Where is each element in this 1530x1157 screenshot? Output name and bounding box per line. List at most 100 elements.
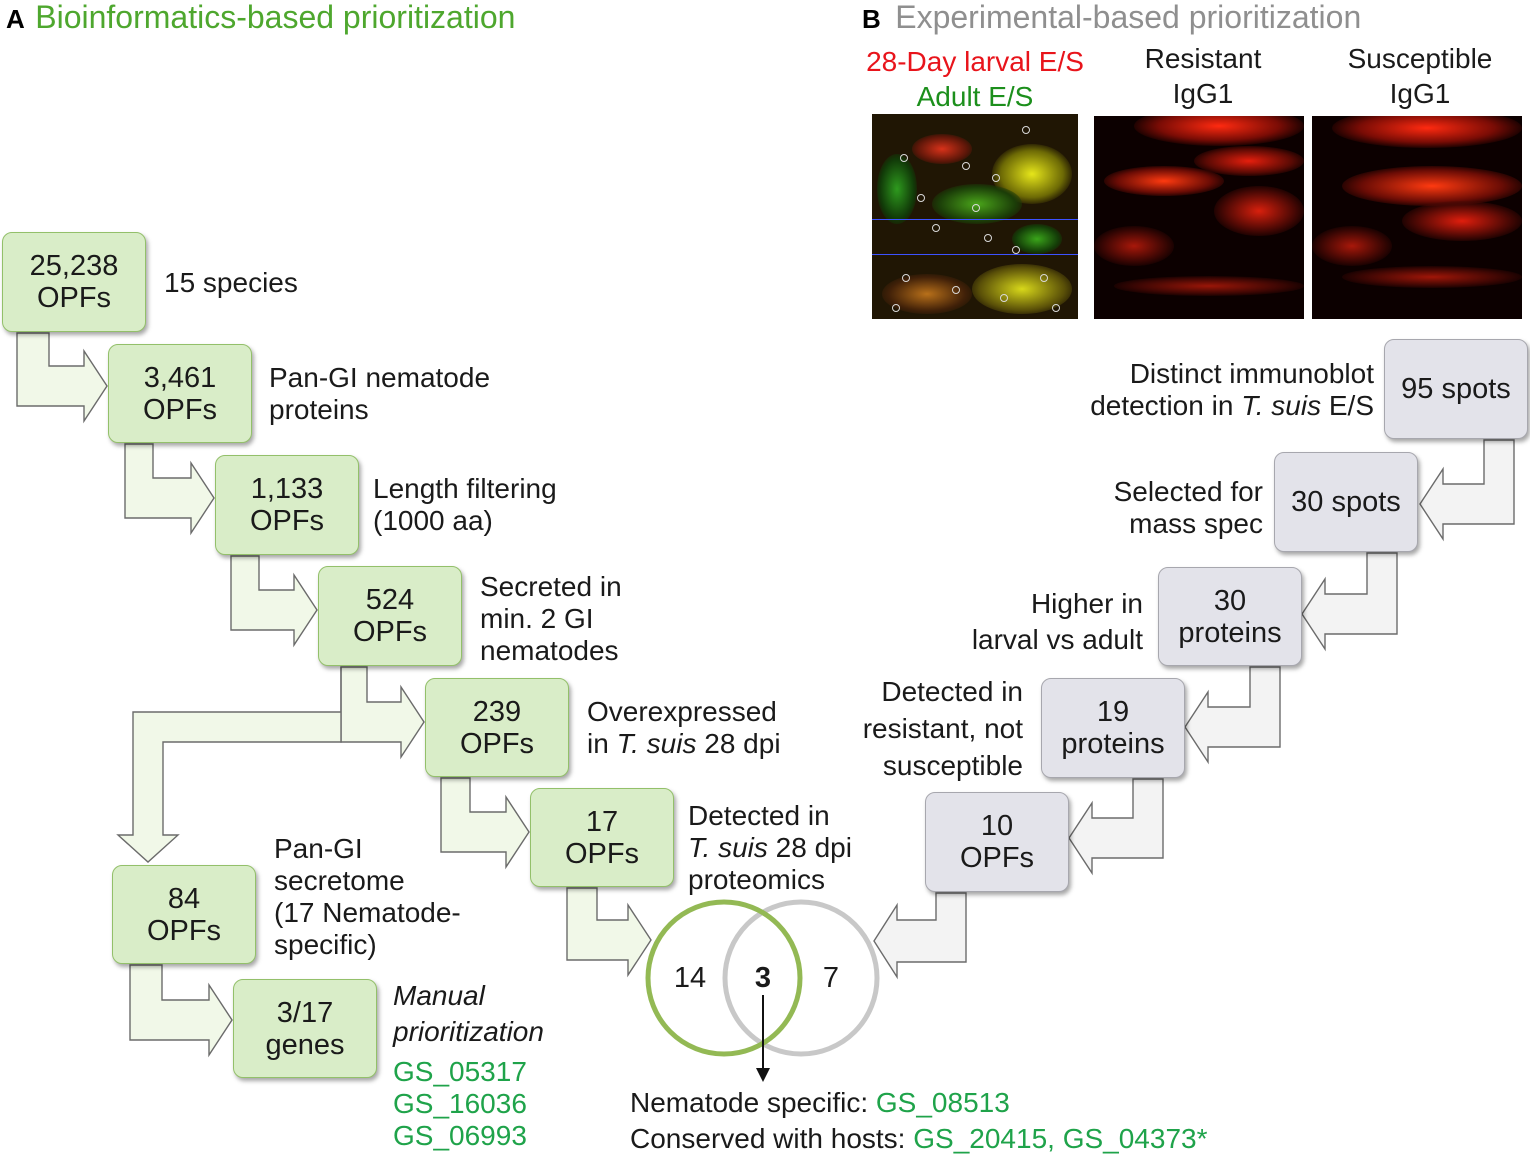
- panel-a-header: A Bioinformatics-based prioritization: [6, 0, 515, 35]
- susceptible-label: Susceptible: [1347, 43, 1493, 74]
- box-a-17: 17 OPFs: [530, 788, 674, 887]
- desc-line: Higher in: [1030, 588, 1143, 619]
- box-unit: OPFs: [959, 842, 1035, 874]
- box-b-30-spots: 30 spots: [1274, 452, 1418, 552]
- box-a-84: 84 OPFs: [112, 865, 256, 964]
- blot-band: [1134, 116, 1304, 146]
- gene-id: GS_16036: [393, 1088, 527, 1119]
- larval-es-label: 28-Day larval E/S: [866, 46, 1084, 77]
- spot-circle: [902, 274, 910, 282]
- igg1-label: IgG1: [1389, 78, 1451, 109]
- desc-line: min. 2 GI: [480, 603, 594, 634]
- spot-circle: [932, 224, 940, 232]
- desc-a-length: Length filtering (1000 aa): [373, 473, 557, 537]
- desc-line: secretome: [274, 865, 405, 896]
- panel-b-letter: B: [862, 4, 881, 34]
- desc-a-pan-gi: Pan-GI nematode proteins: [269, 362, 490, 426]
- box-unit: OPFs: [564, 837, 640, 870]
- desc-a-detected: Detected in T. suis 28 dpi proteomics: [688, 800, 852, 896]
- box-a-25238: 25,238 OPFs: [2, 232, 146, 332]
- box-unit: proteins: [1061, 728, 1165, 760]
- box-value: 84: [167, 882, 201, 915]
- arrow-a5: [440, 777, 530, 870]
- desc-line: prioritization: [393, 1016, 544, 1047]
- gel-spot: [912, 134, 972, 164]
- blot-resistant-igg1-image: [1094, 116, 1304, 319]
- spot-circle: [984, 234, 992, 242]
- desc-line: proteins: [269, 394, 369, 425]
- spot-circle: [1040, 274, 1048, 282]
- arrow-a7: [129, 964, 233, 1058]
- desc-b-mass-spec: Selected for mass spec: [1010, 476, 1263, 540]
- resistant-label: Resistant: [1144, 43, 1262, 74]
- desc-line: Secreted in: [480, 571, 622, 602]
- spot-circle: [952, 286, 960, 294]
- desc-line: mass spec: [1129, 508, 1263, 539]
- spot-circle: [1012, 246, 1020, 254]
- desc-b-immunoblot: Distinct immunoblot detection in T. suis…: [1040, 358, 1374, 422]
- box-unit: proteins: [1178, 616, 1282, 649]
- desc-a-species: 15 species: [164, 267, 298, 299]
- desc-line: T. suis 28 dpi: [688, 832, 852, 864]
- gel-spot: [877, 154, 917, 224]
- box-b-19-proteins: 19 proteins: [1041, 678, 1185, 778]
- desc-line: in T. suis 28 dpi: [587, 728, 781, 760]
- arrow-b3: [1184, 666, 1281, 765]
- box-value: 17: [585, 805, 619, 838]
- gene-id: GS_06993: [393, 1120, 527, 1151]
- blot-band: [1332, 116, 1522, 148]
- arrow-b2: [1301, 552, 1398, 652]
- box-unit: OPFs: [459, 727, 535, 760]
- desc-line: Pan-GI: [274, 833, 363, 864]
- result-arrowhead: [756, 1068, 770, 1082]
- box-a-3461: 3,461 OPFs: [108, 344, 252, 443]
- spot-circle: [1052, 304, 1060, 312]
- result-label: Conserved with hosts:: [630, 1123, 914, 1154]
- adult-es-label: Adult E/S: [916, 81, 1034, 112]
- gene-id: GS_08513: [875, 1087, 1010, 1118]
- blot-band: [1214, 186, 1304, 236]
- desc-text: in: [587, 728, 617, 759]
- box-value: 524: [365, 584, 415, 616]
- desc-line: resistant, not: [862, 713, 1023, 744]
- blot-band: [1312, 226, 1392, 266]
- box-value: 3/17: [276, 996, 334, 1029]
- desc-line: detection in T. suis E/S: [1040, 390, 1374, 422]
- box-unit: OPFs: [249, 505, 325, 537]
- desc-a-secreted: Secreted in min. 2 GI nematodes: [480, 571, 622, 667]
- blot-band: [1104, 166, 1224, 196]
- venn-left-count: 14: [673, 962, 707, 994]
- gel-spot: [1012, 224, 1062, 254]
- blot1-heading: 28-Day larval E/S Adult E/S: [850, 44, 1100, 114]
- venn-circle-right: [722, 899, 880, 1057]
- result-line-nematode: Nematode specific: GS_08513: [630, 1085, 1207, 1121]
- blot-band: [1342, 166, 1522, 206]
- box-a-524: 524 OPFs: [318, 566, 462, 666]
- desc-line: larval vs adult: [971, 624, 1143, 655]
- box-value: 3,461: [143, 361, 217, 394]
- box-a-3of17: 3/17 genes: [233, 979, 377, 1078]
- spot-circle: [1000, 294, 1008, 302]
- arrow-b5: [873, 892, 967, 980]
- blot-2d-dige-image: [872, 114, 1078, 319]
- desc-line: 15 species: [164, 267, 298, 298]
- blot-band: [1114, 276, 1304, 296]
- panel-b-header: B Experimental-based prioritization: [862, 0, 1361, 35]
- arrow-a2: [124, 443, 215, 536]
- box-value: 25,238: [29, 250, 119, 282]
- desc-line: Manual: [393, 980, 485, 1011]
- box-b-10-opfs: 10 OPFs: [925, 792, 1069, 892]
- result-label: Nematode specific:: [630, 1087, 876, 1118]
- desc-line: (17 Nematode-: [274, 897, 461, 928]
- box-value: 239: [472, 695, 522, 728]
- desc-line: Pan-GI nematode: [269, 362, 491, 393]
- blot-band: [1342, 266, 1522, 288]
- desc-text: 28 dpi: [696, 728, 781, 759]
- desc-line: Overexpressed: [587, 696, 777, 727]
- arrow-b1: [1419, 439, 1515, 542]
- box-unit: OPFs: [36, 282, 112, 314]
- spot-circle: [972, 204, 980, 212]
- arrow-a6: [566, 887, 652, 978]
- blot-susceptible-igg1-image: [1312, 116, 1522, 319]
